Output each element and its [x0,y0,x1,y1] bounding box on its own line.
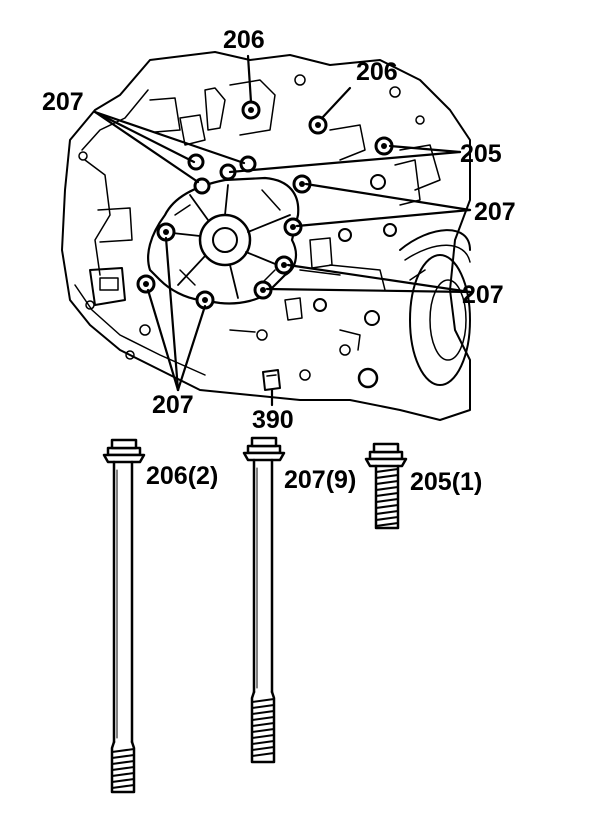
leader-lines [93,54,472,407]
bolt-206-quantity-label: 206(2) [146,462,218,490]
callout-207-right-lower: 207 [462,281,504,309]
bolt-207-1 [187,153,205,171]
callout-390: 390 [252,406,294,434]
bolt-206-illustration [102,438,146,794]
bolt-207-illustration [242,436,286,764]
transmission-case [61,51,471,421]
bolt-207-2 [239,155,257,173]
bolt-205-illustration [364,442,408,530]
bolt-207-quantity-label: 207(9) [284,466,356,494]
callouts: 206 206 207 205 207 207 207 390 [42,26,516,434]
callout-206-right: 206 [356,58,398,86]
callout-205: 205 [460,140,502,168]
callout-206-top: 206 [223,26,265,54]
callout-207-right-upper: 207 [474,198,516,226]
callout-207-upper-left: 207 [42,88,84,116]
bolt-205-quantity-label: 205(1) [410,468,482,496]
bolt-heads [136,100,394,310]
callout-207-bottom: 207 [152,391,194,419]
accumulator-cover-plate [147,176,300,305]
